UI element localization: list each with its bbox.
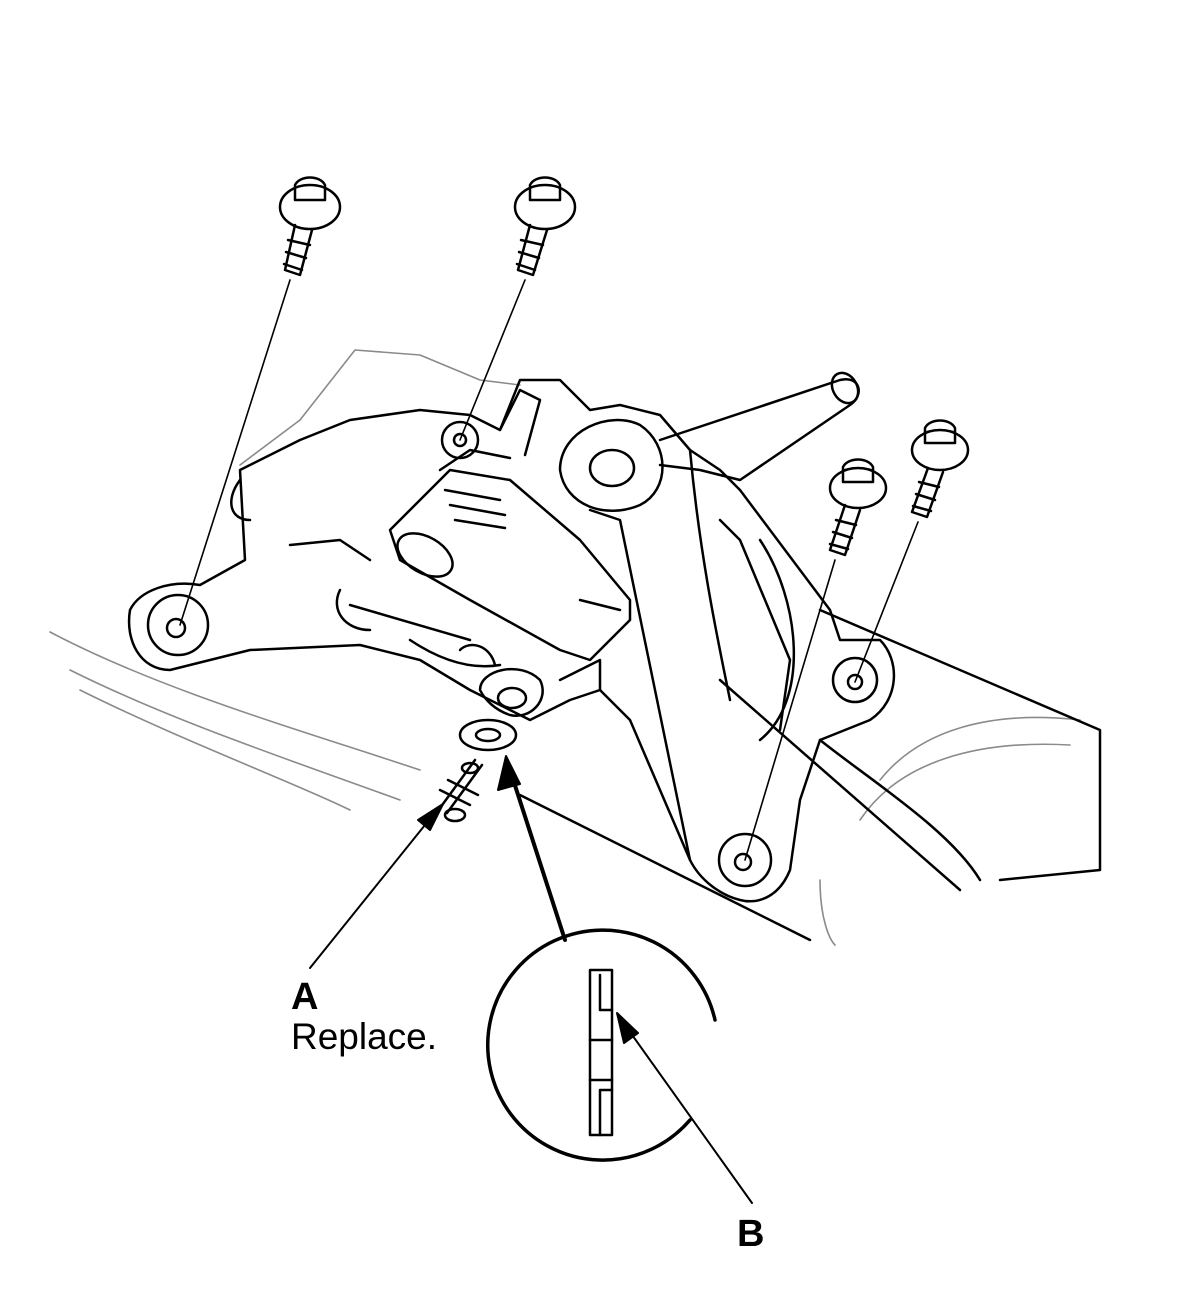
cotter-pin [438,758,484,823]
subframe-outline [49,349,1081,946]
callout-a-note: Replace. [291,1016,438,1057]
bolt-4 [854,419,970,683]
detail-magnifier [486,928,717,1162]
leader-a [309,803,444,969]
linkage-assembly [288,371,860,718]
leader-detail [497,755,567,942]
callout-a-label: A [291,976,319,1018]
bolt-3 [744,458,888,861]
bolt-2 [459,176,577,441]
mount-bracket [127,378,1102,942]
castle-nut-washer [458,718,518,752]
callout-b-label: B [737,1213,765,1255]
leader-b [616,1012,753,1204]
bolt-1 [179,176,342,626]
